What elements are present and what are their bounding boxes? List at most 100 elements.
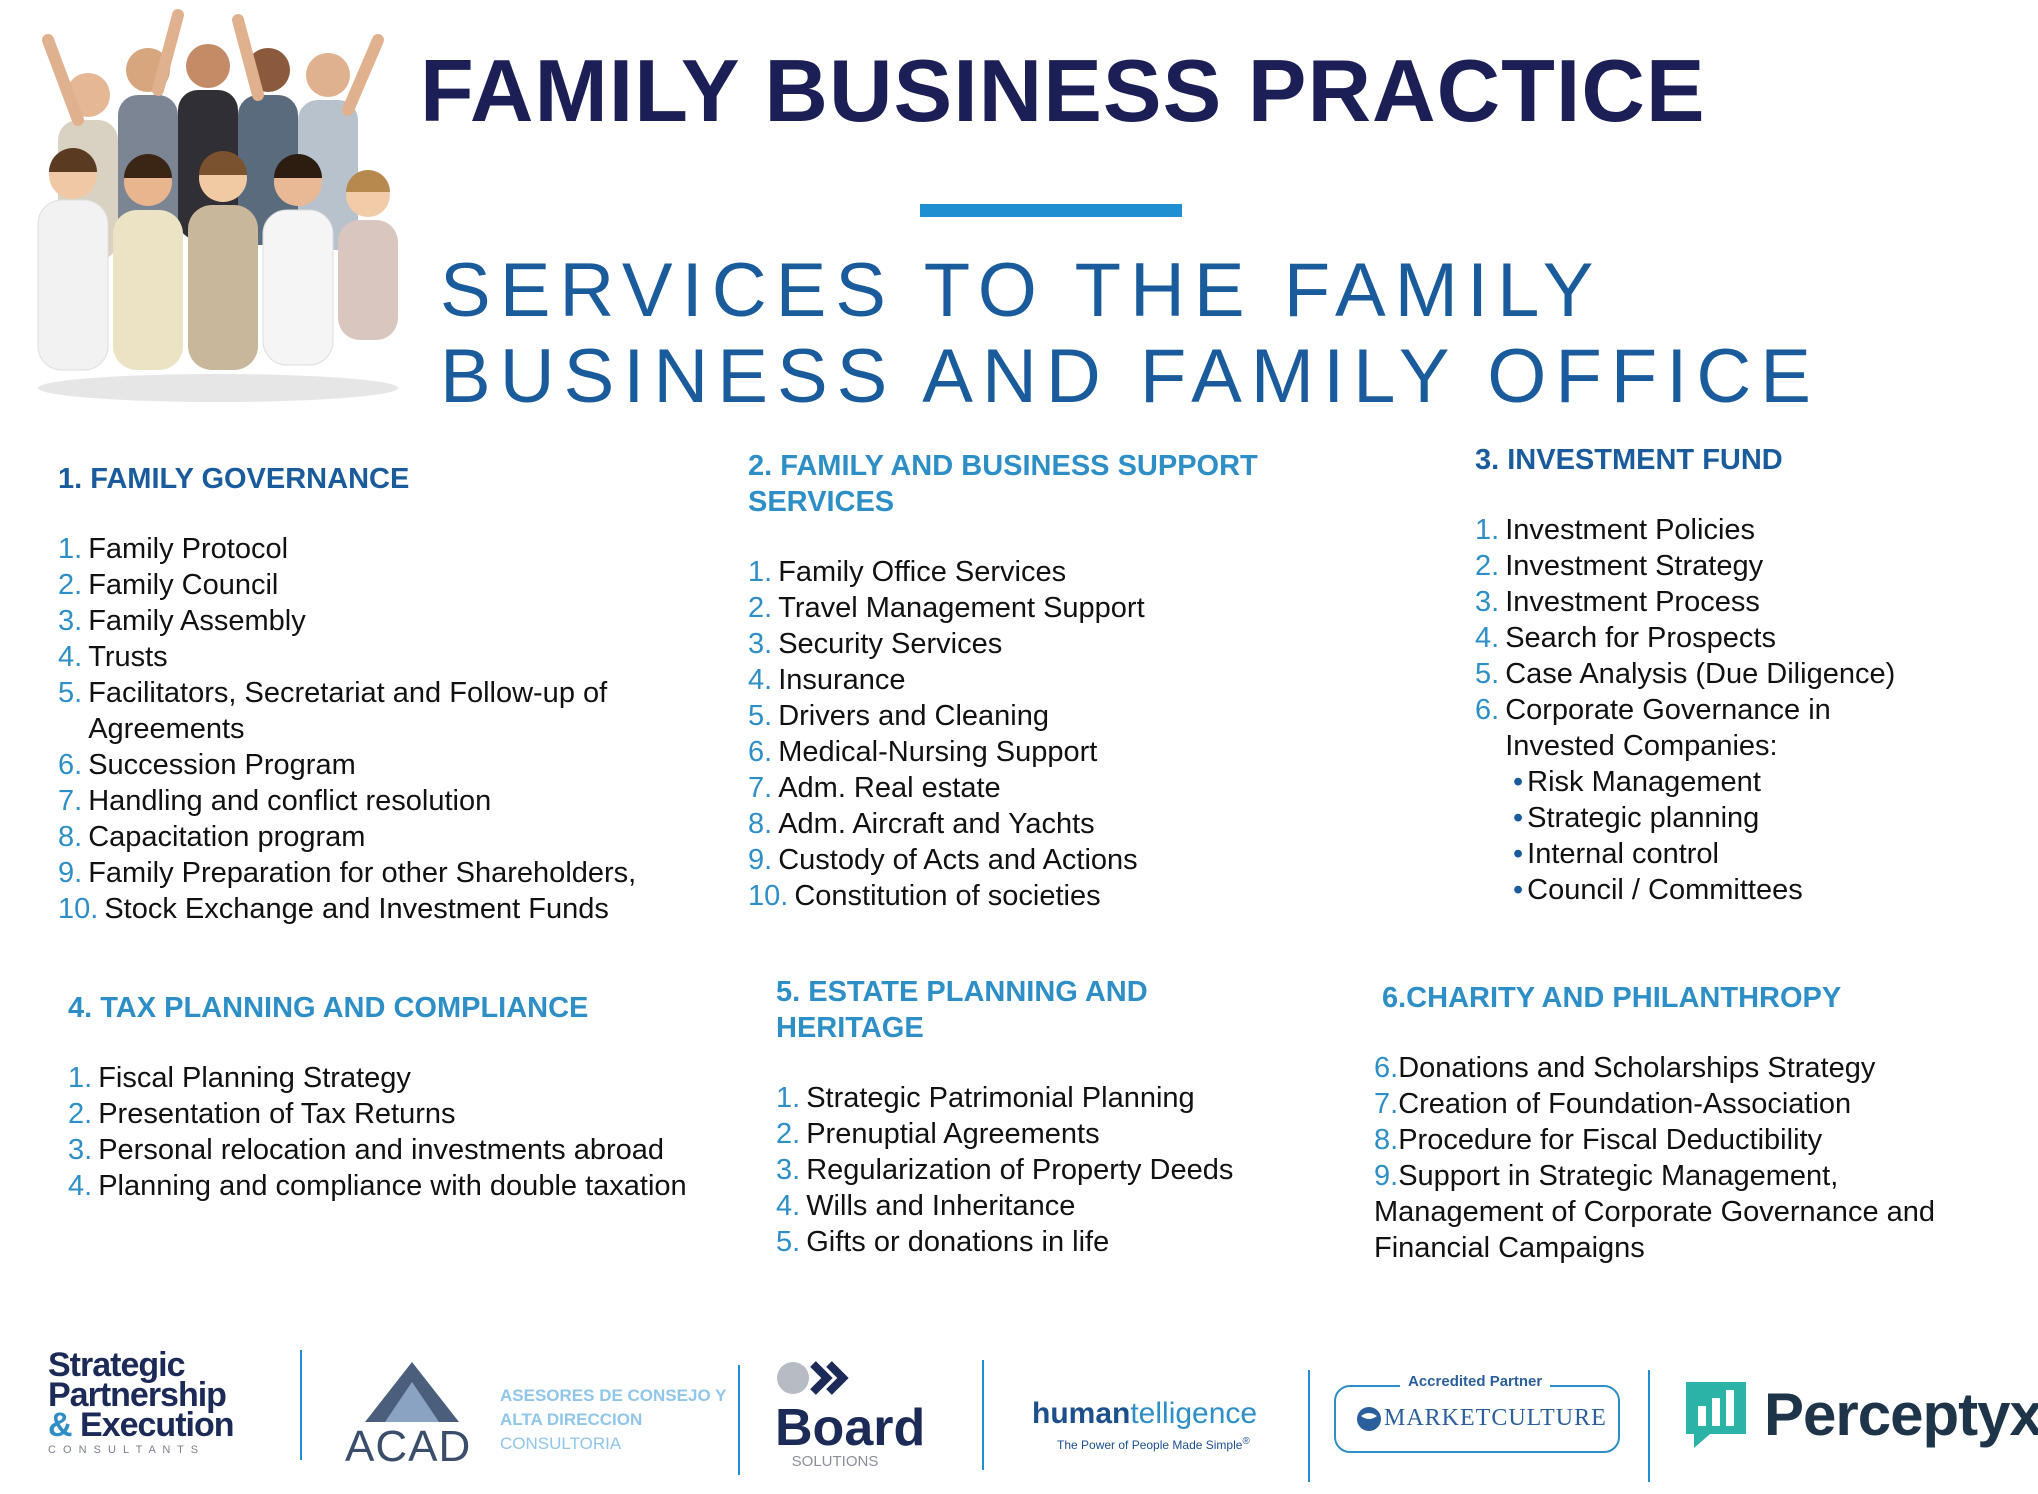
logo-humantelligence: humantelligence The Power of People Made… (1032, 1397, 1292, 1453)
logo-marketculture: Accredited Partner MARKETCULTURE (1334, 1373, 1620, 1453)
logo-perceptyx-name: Perceptyx (1764, 1380, 2038, 1448)
item-number: 2. (68, 1098, 93, 1130)
item-number: 9. (1374, 1160, 1399, 1192)
item-number: 2. (58, 569, 83, 601)
item-number: 6. (1374, 1052, 1399, 1084)
item-number: 8. (1374, 1124, 1399, 1156)
item-text: Succession Program (88, 749, 356, 781)
bullet-icon: • (1513, 766, 1524, 798)
item-text: Fiscal Planning Strategy (98, 1062, 411, 1094)
item-text: Search for Prospects (1505, 622, 1776, 654)
human-tagline-text: The Power of People Made Simple (1057, 1438, 1243, 1452)
item-text: Medical-Nursing Support (778, 736, 1098, 768)
bullet-icon: • (1513, 802, 1524, 834)
bullet-icon: • (1513, 874, 1524, 906)
list-item: 4.Wills and Inheritance (776, 1188, 1296, 1224)
logo-human-tagline: The Power of People Made Simple® (1032, 1436, 1292, 1452)
section-title: 6.CHARITY AND PHILANTHROPY (1382, 982, 1842, 1014)
acad-line-3: CONSULTORIA (500, 1434, 622, 1453)
item-text: Capacitation program (88, 821, 366, 853)
item-number: 5. (1475, 658, 1500, 690)
item-text: Strategic Patrimonial Planning (806, 1082, 1195, 1114)
item-text: Support in Strategic Management, Managem… (1374, 1160, 1936, 1264)
list-item: 7.Creation of Foundation-Association (1374, 1086, 1974, 1122)
item-text: Stock Exchange and Investment Funds (104, 893, 609, 925)
section-tax-planning: 4. TAX PLANNING AND COMPLIANCE 1.Fiscal … (68, 990, 748, 1204)
list-item: 8.Adm. Aircraft and Yachts (748, 806, 1308, 842)
human-part-2: telligence (1130, 1397, 1258, 1430)
item-number: 9. (748, 844, 773, 876)
item-text: Family Protocol (88, 533, 289, 565)
section-estate-planning: 5. ESTATE PLANNING AND HERITAGE 1.Strate… (776, 974, 1296, 1260)
logo-board-name: Board (775, 1399, 926, 1457)
page-title: FAMILY BUSINESS PRACTICE (420, 41, 1706, 140)
item-number: 8. (58, 821, 83, 853)
logo-separator (1308, 1370, 1310, 1482)
logo-spe-execution: Execution (80, 1406, 234, 1444)
item-text: Family Assembly (88, 605, 306, 637)
list-item: 5.Facilitators, Secretariat and Follow-u… (58, 675, 698, 747)
bullet-text: Strategic planning (1527, 802, 1760, 834)
list-item: 5.Drivers and Cleaning (748, 698, 1308, 734)
list-item: 8.Procedure for Fiscal Deductibility (1374, 1122, 1974, 1158)
list-item: 9.Custody of Acts and Actions (748, 842, 1308, 878)
board-dots-icon (777, 1361, 849, 1395)
item-number: 5. (748, 700, 773, 732)
section-list: 1.Family Protocol 2.Family Council 3.Fam… (58, 531, 698, 927)
list-item: 8.Capacitation program (58, 819, 698, 855)
item-number: 1. (68, 1062, 93, 1094)
list-item: 1.Family Protocol (58, 531, 698, 567)
item-number: 6. (748, 736, 773, 768)
logo-mc-row: MARKETCULTURE (1356, 1405, 1607, 1432)
item-text: Handling and conflict resolution (88, 785, 492, 817)
item-text: Custody of Acts and Actions (778, 844, 1138, 876)
list-item: 3.Regularization of Property Deeds (776, 1152, 1296, 1188)
list-item: 5.Gifts or donations in life (776, 1224, 1296, 1260)
logo-perceptyx: Perceptyx (1680, 1376, 2038, 1452)
section-investment-fund: 3. INVESTMENT FUND 1.Investment Policies… (1475, 442, 1995, 908)
list-item: 4.Planning and compliance with double ta… (68, 1168, 748, 1204)
acad-line-2: ALTA DIRECCION (500, 1410, 643, 1429)
item-text: Presentation of Tax Returns (98, 1098, 456, 1130)
logo-separator (300, 1350, 302, 1460)
section-title: 3. INVESTMENT FUND (1475, 444, 1783, 476)
item-number: 1. (58, 533, 83, 565)
logo-spe-line2: Partnership (48, 1376, 227, 1414)
item-number: 3. (748, 628, 773, 660)
item-text: Personal relocation and investments abro… (98, 1134, 665, 1166)
bullet-text: Internal control (1527, 838, 1719, 870)
subtitle-line-2: BUSINESS AND FAMILY OFFICE (440, 334, 1820, 419)
header-photo-people (18, 0, 438, 415)
item-text: Prenuptial Agreements (806, 1118, 1100, 1150)
item-number: 3. (776, 1154, 801, 1186)
bullet-item: •Strategic planning (1475, 800, 1995, 836)
item-text: Corporate Governance in Invested Compani… (1505, 694, 1831, 762)
item-text: Family Preparation for other Shareholder… (88, 857, 637, 889)
bullet-icon: • (1513, 838, 1524, 870)
list-item: 2.Travel Management Support (748, 590, 1308, 626)
list-item: 9.Family Preparation for other Sharehold… (58, 855, 698, 891)
list-item: 3.Family Assembly (58, 603, 698, 639)
list-item: 9.Support in Strategic Management, Manag… (1374, 1158, 1974, 1266)
item-text: Security Services (778, 628, 1003, 660)
logo-board-sub: SOLUTIONS (791, 1453, 879, 1470)
item-text: Adm. Real estate (778, 772, 1001, 804)
list-item: 1.Family Office Services (748, 554, 1308, 590)
section-list: 1.Family Office Services 2.Travel Manage… (748, 554, 1308, 914)
item-number: 8. (748, 808, 773, 840)
list-item: 6.Corporate Governance in Invested Compa… (1475, 692, 1995, 764)
item-number: 7. (748, 772, 773, 804)
item-number: 2. (1475, 550, 1500, 582)
list-item: 4.Trusts (58, 639, 698, 675)
item-number: 5. (776, 1226, 801, 1258)
list-item: 2.Investment Strategy (1475, 548, 1995, 584)
list-item: 2.Prenuptial Agreements (776, 1116, 1296, 1152)
item-text: Regularization of Property Deeds (806, 1154, 1234, 1186)
item-number: 6. (58, 749, 83, 781)
globe-icon (1357, 1406, 1381, 1431)
list-item: 7.Handling and conflict resolution (58, 783, 698, 819)
logo-spe-line1: Strategic (48, 1346, 186, 1384)
list-item: 2.Presentation of Tax Returns (68, 1096, 748, 1132)
item-text: Creation of Foundation-Association (1398, 1088, 1852, 1120)
acad-mountain-icon (365, 1362, 459, 1422)
